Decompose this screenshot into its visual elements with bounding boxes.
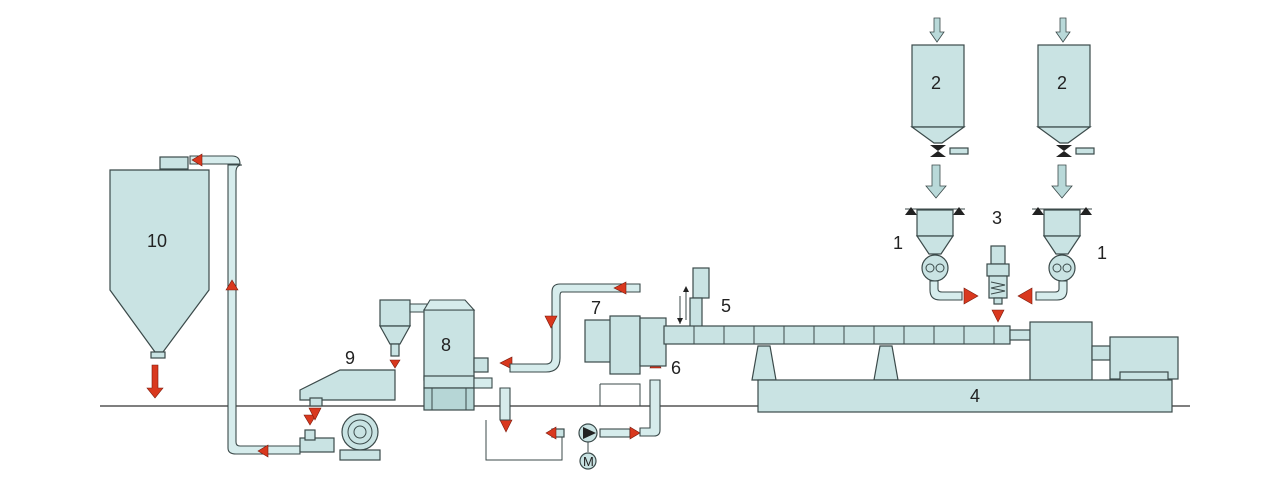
arrow-feeder-left xyxy=(963,287,979,305)
arrow-into-silo xyxy=(191,153,203,167)
die-unit-7: 7 xyxy=(584,298,667,406)
blower xyxy=(299,413,381,461)
arrow-pump-left xyxy=(545,426,557,440)
arrow-into-hopper-right xyxy=(1055,17,1071,43)
label-2-right: 2 xyxy=(1057,73,1067,93)
water-pipe-out xyxy=(473,377,493,389)
arrow-water-down xyxy=(499,419,513,433)
conveying-pipe xyxy=(227,164,301,455)
arrow-strand-down xyxy=(544,315,558,329)
feeder-1-left: 1 xyxy=(893,207,965,282)
feeder-1-right: 1 xyxy=(1032,207,1107,282)
extruder-4: 4 xyxy=(663,321,1179,413)
label-8: 8 xyxy=(441,335,451,355)
arrow-hopper-to-feeder-left xyxy=(925,164,947,199)
arrow-silo-out xyxy=(146,364,164,399)
arrow-hopper-to-feeder-right xyxy=(1051,164,1073,199)
water-pump: M xyxy=(551,423,631,470)
arrow-into-pelletizer xyxy=(499,356,513,370)
motor-label: M xyxy=(583,454,594,469)
label-1-right: 1 xyxy=(1097,243,1107,263)
cyclone-9: 9 xyxy=(299,299,431,407)
arrow-cyclone-down xyxy=(389,359,401,369)
arrow-to-blower xyxy=(303,414,317,426)
strand-pipe xyxy=(509,283,641,373)
label-5: 5 xyxy=(721,296,731,316)
label-3: 3 xyxy=(992,208,1002,228)
pelletizer-8: 8 xyxy=(423,299,489,411)
arrow-feeder-down xyxy=(308,407,322,421)
vent-5: 5 xyxy=(677,267,731,335)
hopper-2-left: 2 xyxy=(910,44,969,157)
label-2-left: 2 xyxy=(931,73,941,93)
label-7: 7 xyxy=(591,298,601,318)
label-10: 10 xyxy=(147,231,167,251)
arrow-pipe-bottom xyxy=(257,444,269,458)
side-feeder-3: 3 xyxy=(986,208,1010,305)
conveying-pipe-top xyxy=(189,155,241,165)
arrow-feeder-right xyxy=(1017,287,1033,305)
label-1-left: 1 xyxy=(893,233,903,253)
arrow-strand-top xyxy=(613,281,627,295)
label-6: 6 xyxy=(671,358,681,378)
arrow-up-pipe xyxy=(225,279,239,291)
feeder-pipe-left xyxy=(929,280,963,301)
label-4: 4 xyxy=(970,386,980,406)
water-coil-left xyxy=(499,387,511,421)
arrow-pump-right xyxy=(629,426,641,440)
silo-10: 10 xyxy=(109,156,210,359)
hopper-2-right: 2 xyxy=(1036,44,1095,157)
label-9: 9 xyxy=(345,348,355,368)
arrow-into-hopper-left xyxy=(929,17,945,43)
water-loop xyxy=(485,420,563,461)
arrow-side-feeder-down xyxy=(991,309,1005,323)
water-coil-right xyxy=(639,379,661,437)
feeder-pipe-right xyxy=(1035,280,1068,301)
